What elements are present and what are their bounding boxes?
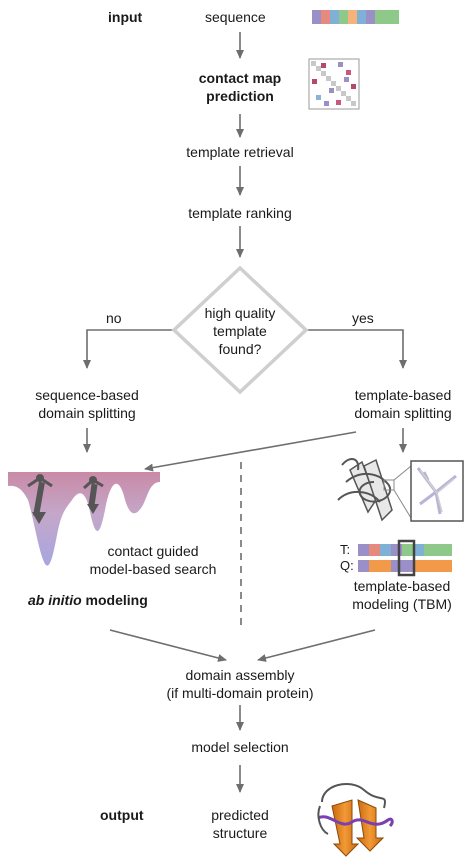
arrow-tmplsplit-to-abinitio <box>144 431 357 472</box>
output-label: output <box>100 807 144 823</box>
template-retrieval-label: template retrieval <box>186 144 294 160</box>
no-label: no <box>106 310 122 326</box>
yes-label: yes <box>352 310 374 326</box>
assembly-label-2: (if multi-domain protein) <box>166 685 314 701</box>
input-label: input <box>108 9 143 25</box>
protein-structure-icon <box>317 783 394 857</box>
contact-search-label-1: contact guided <box>107 543 199 559</box>
tmpl-split-label-1: template-based <box>354 387 452 403</box>
energy-funnel-icon <box>8 472 160 566</box>
q-label: Q: <box>340 558 354 573</box>
ab-initio-label: ab initio modeling <box>28 591 148 609</box>
flow-arrows <box>83 32 407 793</box>
ab-initio-italic: ab initio <box>28 592 82 608</box>
template-ranking-label: template ranking <box>188 205 292 221</box>
model-selection-label: model selection <box>191 739 289 755</box>
alignment-icon <box>358 539 452 577</box>
decision-label-2: template <box>213 323 267 339</box>
sequence-bar-icon <box>312 10 399 24</box>
decision-label-1: high quality <box>204 305 276 321</box>
predicted-label-2: structure <box>212 825 268 841</box>
t-label: T: <box>340 542 351 557</box>
seq-split-label-1: sequence-based <box>35 387 139 403</box>
contact-search-label-2: model-based search <box>89 561 217 577</box>
tbm-label-1: template-based <box>353 578 451 594</box>
arrow-no-branch <box>83 329 180 369</box>
decision-label-3: found? <box>218 341 262 357</box>
sequence-label: sequence <box>205 9 266 25</box>
seq-split-label-2: domain splitting <box>38 405 136 421</box>
arrow-tbm-to-assembly <box>257 629 376 662</box>
contact-map-label-1: contact map <box>198 70 282 86</box>
contact-map-icon <box>308 58 360 110</box>
arrow-abinitio-to-assembly <box>109 629 227 662</box>
template-structure-icon <box>337 458 464 522</box>
predicted-label-1: predicted <box>211 807 269 823</box>
decision-diamond <box>171 265 309 395</box>
ab-initio-modeling: modeling <box>81 592 148 608</box>
tmpl-split-label-2: domain splitting <box>354 405 452 421</box>
contact-map-label-2: prediction <box>206 88 274 104</box>
tbm-label-2: modeling (TBM) <box>352 596 452 612</box>
arrow-yes-branch <box>302 329 407 369</box>
assembly-label-1: domain assembly <box>185 667 295 683</box>
